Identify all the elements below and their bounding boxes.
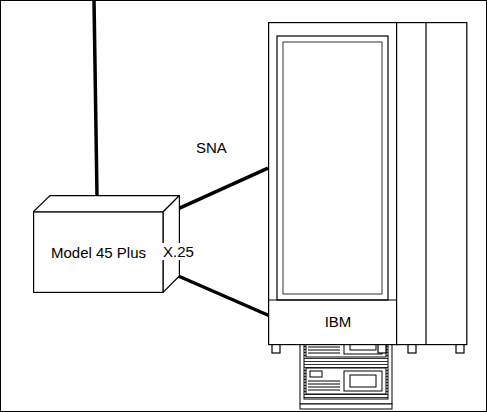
mainframe-node: IBM [268, 22, 468, 354]
network-line [94, 0, 97, 196]
node-label: Model 45 Plus [33, 213, 164, 293]
box3d-outline [33, 195, 180, 293]
protocol-label: X.25 [161, 243, 196, 260]
mainframe-outline [268, 22, 468, 354]
node-label: IBM [268, 302, 408, 342]
protocol-label: SNA [194, 139, 229, 156]
device-box: Model 45 Plus [33, 195, 180, 293]
link-line [174, 168, 268, 211]
